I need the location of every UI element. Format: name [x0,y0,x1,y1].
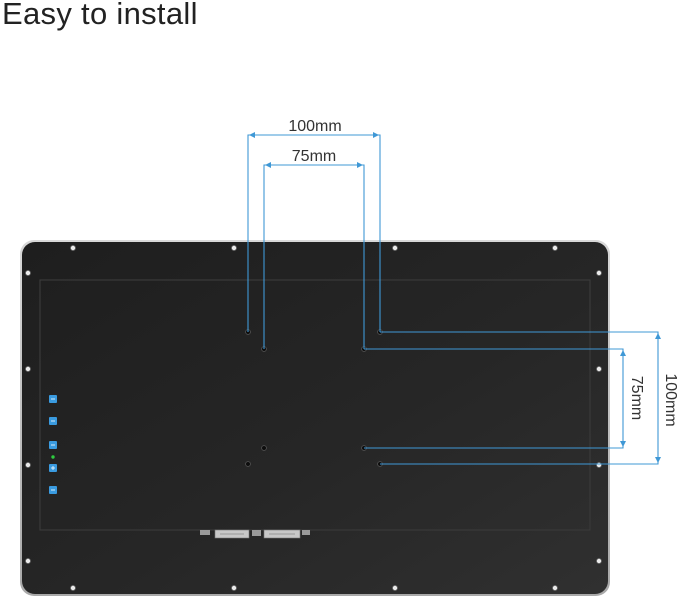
dim-100-vertical [380,331,659,465]
monitor-back-panel [22,242,608,594]
dim-75-vertical [364,348,624,449]
dim-label-75mm-horizontal: 75mm [292,148,336,165]
screw [230,585,237,592]
screw [24,461,31,468]
screw [230,244,237,251]
screw [552,244,559,251]
screw [70,585,77,592]
dim-label-100mm-vertical: 100mm [662,373,679,426]
side-control-buttons [49,395,57,494]
dim-label-100mm-horizontal: 100mm [288,118,341,135]
screw [24,365,31,372]
dimension-arrows [249,132,661,463]
dim-100-horizontal-left [247,134,381,332]
screw [596,365,603,372]
port-small [302,530,310,535]
dim-label-75mm-vertical: 75mm [628,376,645,420]
screw [70,244,77,251]
port-small [200,530,210,535]
perimeter-screws [24,244,603,592]
screw [24,269,31,276]
screw [24,558,31,565]
inner-recess [39,279,591,531]
screw [552,585,559,592]
vesa-hole-75-bottom-left [261,445,267,451]
screw [391,585,398,592]
screw [391,244,398,251]
screw [596,558,603,565]
vesa-hole-100-bottom-left [245,461,251,467]
page-title: Easy to install [2,0,198,31]
power-led [51,455,55,459]
connector-ports [200,529,310,539]
screw [596,461,603,468]
dim-75-horizontal [263,164,365,349]
screw [596,269,603,276]
dimension-lines [247,134,659,465]
port-small [252,530,261,536]
